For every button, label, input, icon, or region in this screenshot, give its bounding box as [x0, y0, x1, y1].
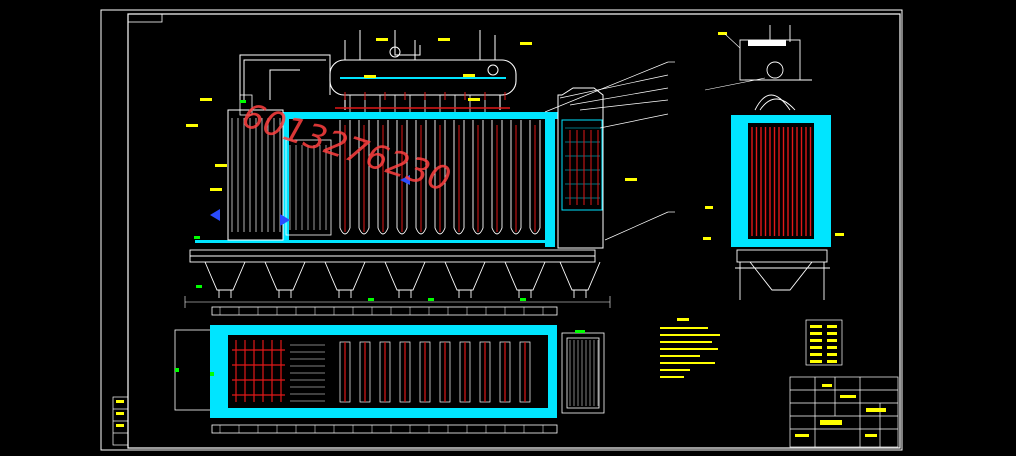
label-mark [364, 75, 376, 78]
tube-loop [510, 120, 522, 235]
label-mark [210, 188, 222, 191]
economizer-tower [557, 87, 604, 249]
superheater-bank [227, 94, 332, 241]
label-mark [625, 178, 637, 181]
plan-dimension-marks [175, 330, 585, 376]
tube-loop [453, 120, 465, 235]
side-hopper [735, 249, 830, 300]
param-value [827, 325, 837, 328]
param-label [810, 353, 822, 356]
technical-notes [660, 318, 720, 378]
label-mark [438, 38, 450, 41]
convection-tube-panels [339, 120, 541, 235]
ash-hopper-row [204, 261, 601, 298]
front-dimension [184, 296, 611, 308]
ash-hoppers-base [189, 249, 596, 263]
note-line [660, 369, 690, 371]
label-mark [520, 42, 532, 45]
ash-hopper [384, 261, 426, 291]
note-line [660, 348, 718, 350]
tube-loop [358, 120, 370, 235]
param-label [810, 360, 822, 363]
dimension-mark [428, 298, 434, 301]
sheet-frame [100, 9, 903, 451]
ash-hopper [324, 261, 366, 291]
front-annotation-labels [186, 38, 637, 301]
note-line [660, 327, 708, 329]
title-block-text-marks [795, 384, 886, 437]
label-mark [376, 38, 388, 41]
callout-leaders [544, 61, 675, 241]
plan-furnace-tubes [232, 340, 285, 402]
plan-view [174, 306, 605, 434]
side-tube-bank [751, 127, 812, 236]
dimension-mark [196, 285, 202, 288]
dimension-mark [520, 298, 526, 301]
param-value [827, 346, 837, 349]
tube-loop [529, 120, 541, 235]
param-value [827, 332, 837, 335]
ash-hopper [444, 261, 486, 291]
label-mark [215, 164, 227, 167]
note-line [660, 355, 700, 357]
side-section-view [703, 25, 844, 300]
param-label [810, 332, 822, 335]
ash-hopper [504, 261, 546, 291]
param-label [810, 325, 822, 328]
note-line [660, 362, 715, 364]
parameter-table [805, 319, 843, 366]
label-mark [200, 98, 212, 101]
dimension-mark [368, 298, 374, 301]
note-line [660, 334, 720, 336]
tube-loop [434, 120, 446, 235]
side-labels [703, 32, 844, 240]
flow-arrow-icon [210, 175, 410, 226]
plan-tube-panels [339, 341, 531, 403]
param-value [827, 353, 837, 356]
dimension-mark [240, 100, 246, 103]
dimension-mark [194, 236, 200, 239]
param-label [810, 339, 822, 342]
tube-loop [491, 120, 503, 235]
note-line [660, 376, 684, 378]
tube-loop [472, 120, 484, 235]
ash-hopper [559, 261, 601, 291]
tube-loop [377, 120, 389, 235]
param-value [827, 360, 837, 363]
label-mark [186, 124, 198, 127]
label-mark [463, 74, 475, 77]
param-value [827, 339, 837, 342]
tube-loop [396, 120, 408, 235]
note-line [660, 341, 712, 343]
ash-hopper [264, 261, 306, 291]
margin-yellow-marks [116, 400, 124, 427]
param-label [810, 346, 822, 349]
binding-margin-table [112, 396, 129, 446]
tube-loop [339, 120, 351, 235]
label-mark [468, 98, 480, 101]
tube-loop [415, 120, 427, 235]
ash-hopper [204, 261, 246, 291]
plan-convection-tubes [290, 344, 325, 402]
